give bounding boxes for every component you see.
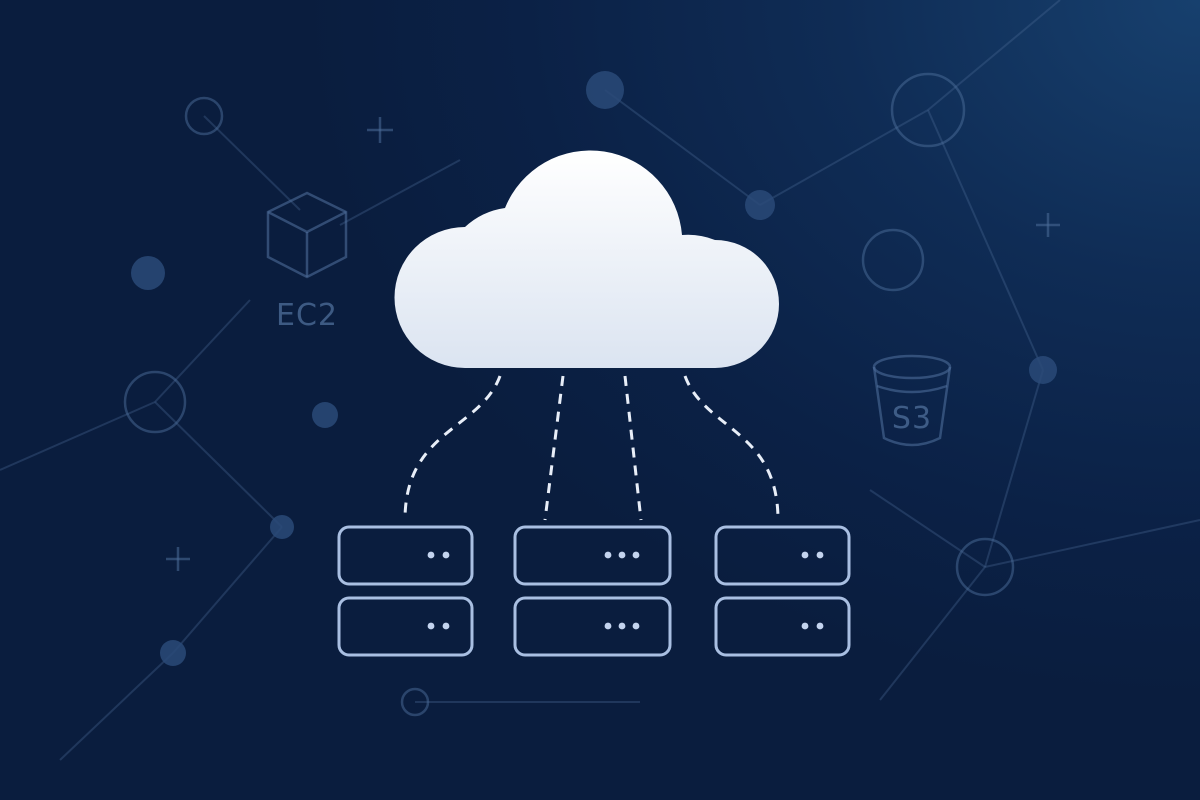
cloud-icon (394, 150, 779, 368)
network-nodes (123, 71, 1057, 717)
network-node (861, 228, 925, 292)
network-node (586, 71, 624, 109)
server-icon (337, 525, 474, 657)
server-icon (513, 525, 672, 657)
connection-line (623, 375, 643, 521)
network-node (131, 256, 165, 290)
network-node (160, 640, 186, 666)
network-node (890, 72, 966, 148)
connection-line (403, 375, 502, 521)
connection-line (683, 375, 780, 521)
network-node (1029, 356, 1057, 384)
plus-icon (367, 117, 393, 143)
network-node (400, 687, 430, 717)
network-node (955, 537, 1015, 597)
ec2-label: EC2 (276, 298, 338, 333)
network-node (123, 370, 187, 434)
bucket-icon (872, 354, 952, 447)
connection-line (543, 375, 565, 521)
network-node (270, 515, 294, 539)
network-node (184, 96, 224, 136)
connection-lines (403, 375, 780, 521)
server-icon (714, 525, 851, 657)
network-lines (0, 0, 1200, 761)
network-node (745, 190, 775, 220)
cube-icon (266, 191, 348, 279)
s3-label: S3 (892, 401, 932, 436)
plus-icon (166, 547, 190, 571)
plus-icon (1036, 213, 1060, 237)
network-node (312, 402, 338, 428)
